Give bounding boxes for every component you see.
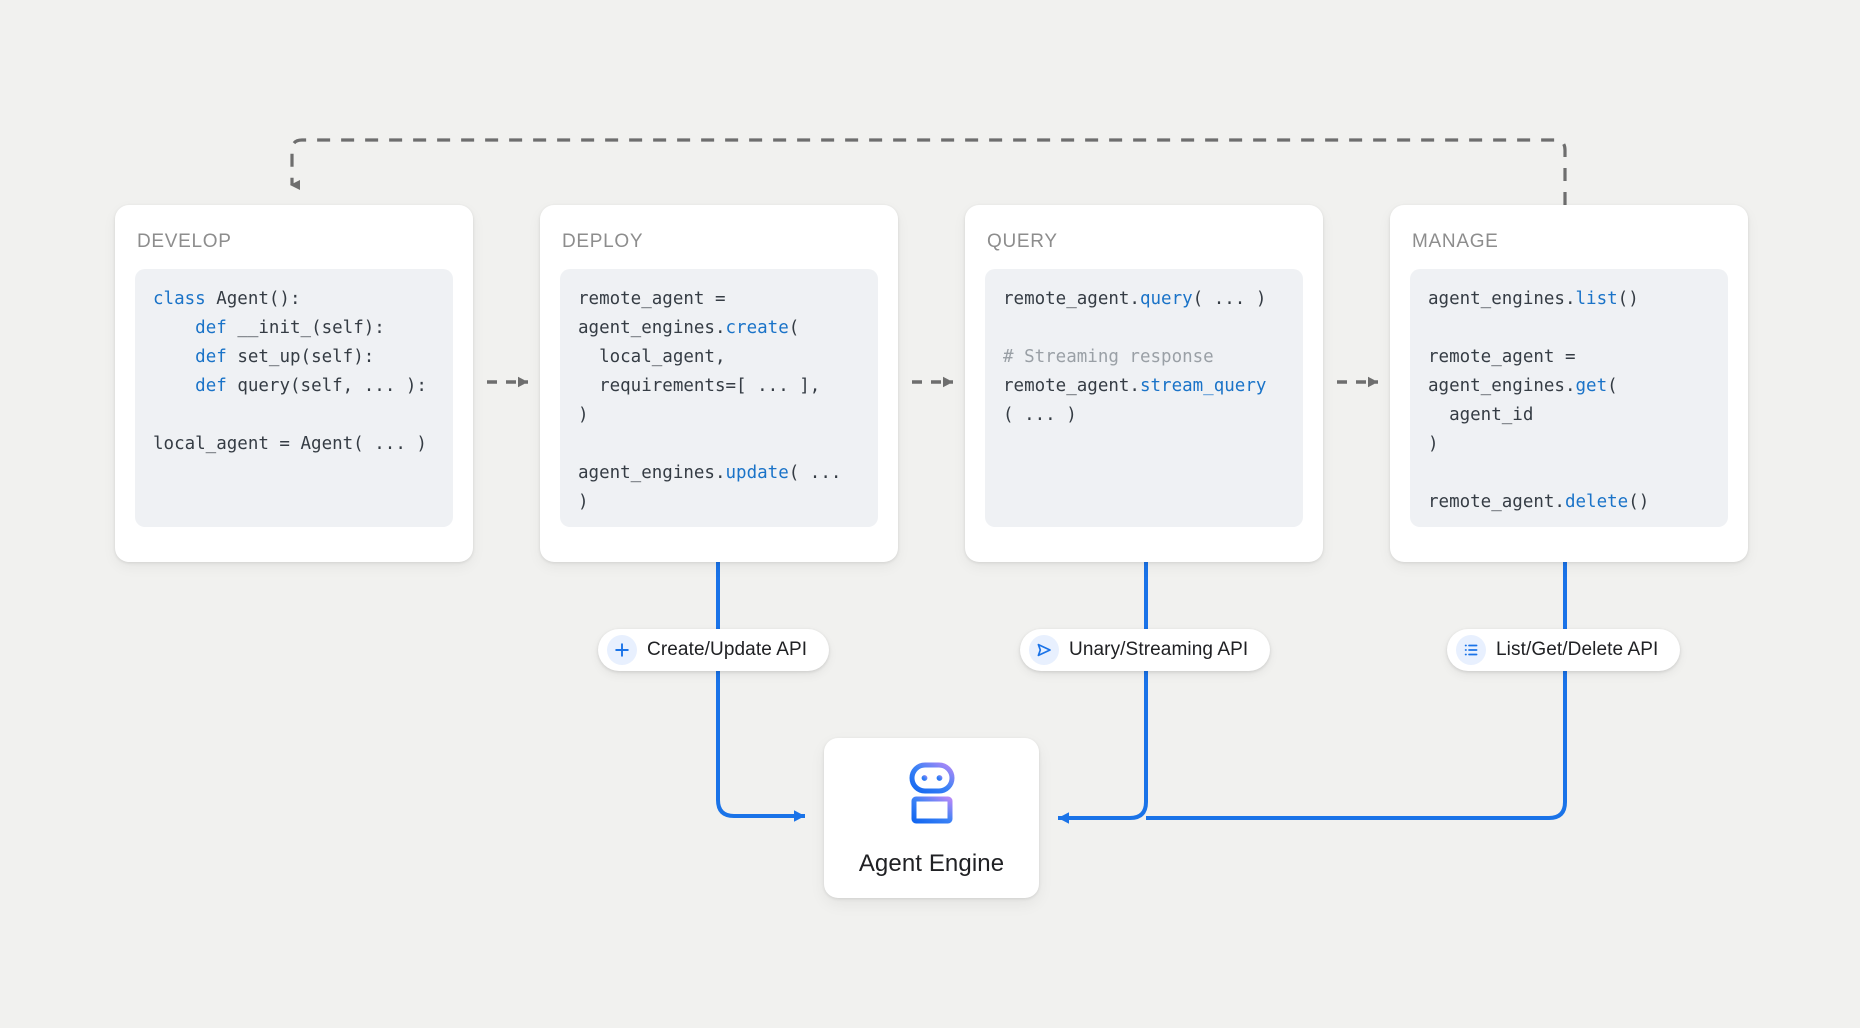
code-line [1428, 459, 1712, 488]
code-line: class Agent(): [153, 289, 301, 309]
wire-query-to-agent-engine [1058, 562, 1148, 824]
code-line: local_agent, [578, 347, 726, 367]
stage-card-query[interactable]: QUERY remote_agent.query( ... ) # Stream… [965, 205, 1323, 562]
plus-icon [607, 635, 637, 665]
stage-title-manage: MANAGE [1412, 231, 1499, 252]
api-pill-label: List/Get/Delete API [1496, 639, 1659, 660]
code-line: ) [578, 405, 589, 425]
code-line: def __init_(self): [153, 318, 385, 338]
api-pill-label: Unary/Streaming API [1069, 639, 1249, 660]
code-line: local_agent = Agent( ... ) [153, 434, 427, 454]
stage-card-deploy[interactable]: DEPLOY remote_agent = agent_engines.creat… [540, 205, 898, 562]
api-pill-list-get-delete[interactable]: List/Get/Delete API [1447, 629, 1681, 671]
code-block-manage: agent_engines.list() remote_agent = agent… [1410, 269, 1728, 527]
code-line [578, 430, 862, 459]
robot-icon [894, 759, 970, 834]
code-line [153, 401, 437, 430]
wire-manage-to-agent-engine [1146, 562, 1567, 820]
feedback-loop-arrow [290, 138, 1567, 205]
code-block-develop: class Agent(): def __init_(self): def se… [135, 269, 453, 527]
code-line: agent_engines.create( [578, 318, 800, 338]
code-line [1003, 314, 1287, 343]
code-line: remote_agent.delete() [1428, 492, 1650, 512]
code-line: remote_agent = [1428, 347, 1576, 367]
stage-card-manage[interactable]: MANAGE agent_engines.list() remote_agent… [1390, 205, 1748, 562]
api-pill-label: Create/Update API [647, 639, 808, 660]
code-line: def query(self, ... ): [153, 376, 427, 396]
code-line [1428, 314, 1712, 343]
agent-engine-label: Agent Engine [858, 849, 1005, 877]
code-line: # Streaming response [1003, 347, 1214, 367]
code-line: agent_engines.list() [1428, 289, 1639, 309]
agent-engine-card[interactable]: Agent Engine [824, 738, 1039, 898]
api-pill-unary-streaming[interactable]: Unary/Streaming API [1020, 629, 1271, 671]
code-line: agent_engines.update( ... ) [578, 463, 852, 512]
code-line: remote_agent = [578, 289, 726, 309]
code-line: requirements=[ ... ], [578, 376, 821, 396]
list-icon [1456, 635, 1486, 665]
stage-card-develop[interactable]: DEVELOP class Agent(): def __init_(self)… [115, 205, 473, 562]
api-pill-create-update[interactable]: Create/Update API [598, 629, 830, 671]
code-block-deploy: remote_agent = agent_engines.create( loca… [560, 269, 878, 527]
stage-title-develop: DEVELOP [137, 231, 232, 252]
code-line: remote_agent.stream_query [1003, 376, 1267, 396]
code-line: ( ... ) [1003, 405, 1077, 425]
stage-title-deploy: DEPLOY [562, 231, 644, 252]
code-block-query: remote_agent.query( ... ) # Streaming re… [985, 269, 1303, 527]
stage-title-query: QUERY [987, 231, 1058, 252]
code-line: agent_id [1428, 405, 1534, 425]
wire-deploy-to-agent-engine [716, 562, 805, 822]
code-line: remote_agent.query( ... ) [1003, 289, 1267, 309]
code-line: agent_engines.get( [1428, 376, 1618, 396]
send-icon [1029, 635, 1059, 665]
code-line: def set_up(self): [153, 347, 375, 367]
code-line: ) [1428, 434, 1439, 454]
